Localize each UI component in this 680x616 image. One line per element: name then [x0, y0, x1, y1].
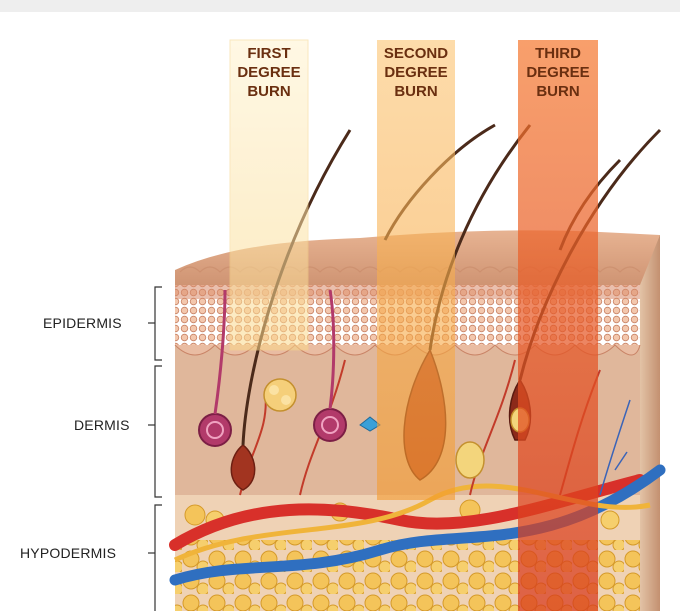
dermis-bracket [155, 366, 162, 497]
third-degree-title: THIRD DEGREE BURN [518, 44, 598, 101]
second-degree-line-1: SECOND [377, 44, 455, 63]
second-degree-burn-zone [377, 40, 455, 500]
top-banner-strip [0, 0, 680, 12]
epidermis-bracket [155, 287, 162, 360]
third-degree-line-2: DEGREE [518, 63, 598, 82]
first-degree-line-2: DEGREE [230, 63, 308, 82]
hypodermis-label: HYPODERMIS [20, 545, 116, 561]
first-degree-title: FIRST DEGREE BURN [230, 44, 308, 101]
second-degree-line-2: DEGREE [377, 63, 455, 82]
first-degree-line-1: FIRST [230, 44, 308, 63]
third-degree-line-1: THIRD [518, 44, 598, 63]
skin-block-side [640, 235, 660, 611]
dermis-label: DERMIS [74, 417, 130, 433]
first-degree-line-3: BURN [230, 82, 308, 101]
sebaceous-gland [264, 379, 296, 411]
layer-brackets [148, 287, 162, 611]
third-degree-burn-zone [518, 40, 598, 611]
second-degree-line-3: BURN [377, 82, 455, 101]
second-degree-title: SECOND DEGREE BURN [377, 44, 455, 101]
pacinian-corpuscle [456, 442, 484, 478]
hypodermis-bracket [155, 505, 162, 611]
epidermis-label: EPIDERMIS [43, 315, 122, 331]
third-degree-line-3: BURN [518, 82, 598, 101]
